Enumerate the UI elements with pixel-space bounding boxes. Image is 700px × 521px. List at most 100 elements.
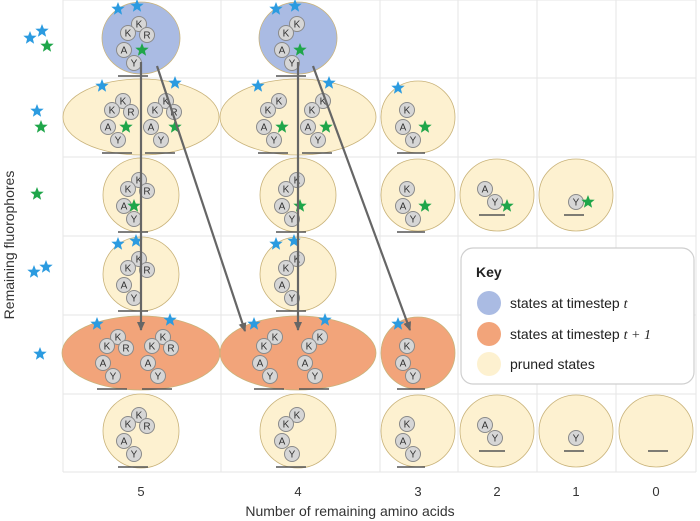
amino-acid-bead (99, 338, 115, 354)
fluorophore-star (168, 76, 182, 89)
x-tick-0: 0 (652, 484, 659, 499)
amino-acid-k: K (312, 329, 328, 345)
amino-acid-bead (395, 198, 411, 214)
amino-acid-letter: A (257, 359, 264, 370)
key-swatch-pruned (477, 352, 501, 376)
amino-acid-letter: K (320, 97, 327, 108)
amino-acid-r: R (139, 183, 155, 199)
amino-acid-bead (267, 329, 283, 345)
state-n3-f1: KAY (380, 158, 456, 233)
state-n3-f0: KAY (380, 394, 456, 468)
grid (62, 0, 697, 473)
amino-acid-letter: Y (155, 372, 162, 383)
x-tick-3: 3 (414, 484, 421, 499)
amino-acid-bead (278, 260, 294, 276)
fluorophore-star (318, 313, 332, 326)
amino-acid-letter: R (122, 344, 129, 355)
amino-acid-k: K (267, 329, 283, 345)
amino-acid-a: A (100, 119, 116, 135)
amino-acid-letter: R (143, 266, 150, 277)
amino-acid-k: K (399, 338, 415, 354)
key-background (460, 247, 695, 385)
amino-acid-letter: A (145, 359, 152, 370)
amino-acid-a: A (143, 119, 159, 135)
amino-acid-bead (312, 329, 328, 345)
amino-acid-y: Y (153, 132, 169, 148)
amino-acid-k: K (144, 338, 160, 354)
amino-acid-bead (289, 407, 305, 423)
amino-acid-letter: A (482, 421, 489, 432)
amino-acid-bead (284, 290, 300, 306)
amino-acid-y: Y (307, 368, 323, 384)
amino-acid-bead (304, 102, 320, 118)
amino-acid-bead (256, 338, 272, 354)
amino-acid-letter: K (404, 342, 411, 353)
amino-acid-letter: K (136, 411, 143, 422)
amino-acid-letter: R (143, 422, 150, 433)
amino-acid-y: Y (284, 55, 300, 71)
amino-acid-r: R (139, 27, 155, 43)
amino-acid-letter: K (294, 20, 301, 31)
amino-acid-a: A (274, 198, 290, 214)
state-n1-f1: Y (538, 158, 614, 232)
state-n0-f0-shape (618, 394, 694, 468)
amino-acid-letter: A (302, 359, 309, 370)
amino-acid-letter: K (136, 176, 143, 187)
fluorophore-star (129, 234, 143, 247)
amino-acid-k: K (278, 416, 294, 432)
fluorophore-star (95, 79, 109, 92)
amino-acid-letter: Y (315, 136, 322, 147)
amino-acid-y: Y (150, 368, 166, 384)
state-n3-f1-next: KAY (380, 316, 456, 390)
fluorophore-star (168, 120, 182, 133)
amino-acid-bead (405, 211, 421, 227)
amino-acid-y: Y (126, 55, 142, 71)
amino-acid-bead (144, 338, 160, 354)
amino-acid-bead (278, 181, 294, 197)
amino-acid-bead (139, 27, 155, 43)
amino-acid-bead (131, 16, 147, 32)
amino-acid-a: A (116, 277, 132, 293)
amino-acid-bead (307, 368, 323, 384)
amino-acid-bead (116, 433, 132, 449)
amino-acid-y: Y (126, 211, 142, 227)
amino-acid-letter: K (265, 106, 272, 117)
amino-acid-bead (126, 446, 142, 462)
amino-acid-bead (405, 368, 421, 384)
amino-acid-bead (266, 132, 282, 148)
amino-acid-a: A (116, 42, 132, 58)
amino-acid-bead (153, 132, 169, 148)
amino-acid-letter: R (143, 31, 150, 42)
amino-acid-bead (477, 417, 493, 433)
amino-acid-letter: Y (289, 294, 296, 305)
amino-acid-a: A (252, 355, 268, 371)
fluorophore-star (251, 79, 265, 92)
amino-acid-letter: A (105, 123, 112, 134)
amino-acid-k: K (399, 102, 415, 118)
amino-acid-y: Y (284, 211, 300, 227)
amino-acid-bead (274, 433, 290, 449)
y-axis-title: Remaining fluorophores (1, 171, 17, 320)
amino-acid-bead (399, 102, 415, 118)
amino-acid-bead (120, 416, 136, 432)
amino-acid-bead (271, 93, 287, 109)
fluorophore-star (391, 81, 405, 94)
amino-acid-bead (284, 55, 300, 71)
amino-acid-letter: Y (410, 136, 417, 147)
amino-acid-a: A (274, 433, 290, 449)
amino-acid-letter: R (170, 108, 177, 119)
amino-acid-a: A (116, 433, 132, 449)
amino-acid-y: Y (310, 132, 326, 148)
fluorophore-legend-star-3-0 (27, 265, 41, 278)
key-label-next: states at timestep t + 1 (510, 326, 651, 343)
amino-acid-letter: K (306, 342, 313, 353)
fluorophore-legend-star-2-0 (30, 187, 44, 200)
amino-acid-bead (140, 355, 156, 371)
amino-acid-bead (110, 329, 126, 345)
amino-acid-letter: K (136, 20, 143, 31)
fluorophore-star (500, 199, 514, 212)
amino-acid-letter: A (400, 123, 407, 134)
amino-acid-y: Y (405, 368, 421, 384)
